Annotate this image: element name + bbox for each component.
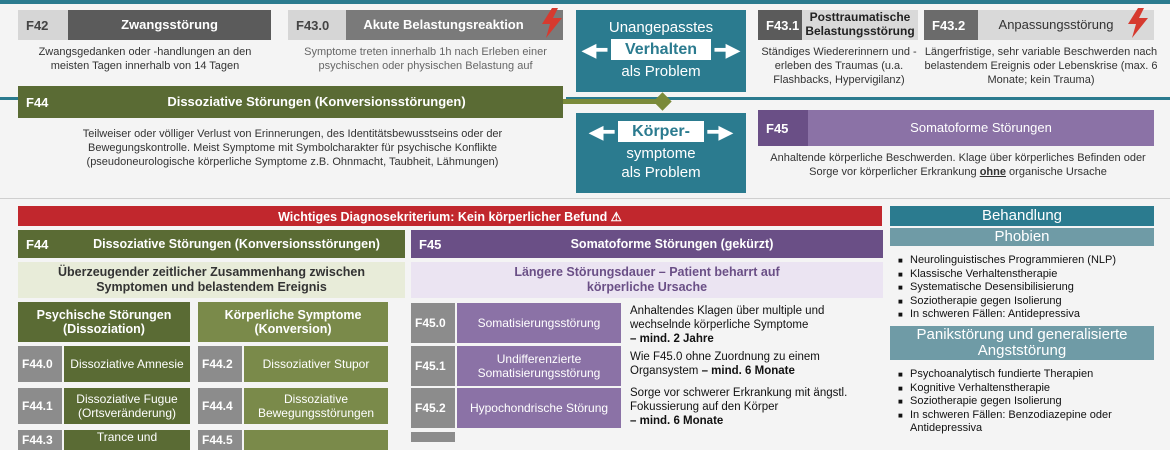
center-box-body: ◀━ Körper- ━▶ symptome als Problem: [576, 113, 746, 193]
f44-row-code: F44.3: [18, 430, 62, 450]
f44-title: Dissoziative Störungen (Konversionsstöru…: [70, 86, 563, 118]
f44-bottom-title: Dissoziative Störungen (Konversionsstöru…: [68, 230, 405, 258]
f42-code: F42: [18, 10, 68, 40]
separator-line: [0, 97, 18, 100]
f44-row-title: Dissoziative Bewegungsstörungen: [244, 388, 388, 424]
f44-row-title: Dissoziative Amnesie: [64, 346, 190, 382]
f44-note: Überzeugender zeitlicher Zusammenhang zw…: [18, 262, 405, 298]
col-header-body: Körperliche Symptome (Konversion): [198, 302, 388, 342]
f44-bottom-header: F44 Dissoziative Störungen (Konversionss…: [18, 230, 405, 258]
f45-row-title: Somatisierungsstörung: [457, 303, 621, 343]
f430-desc: Symptome treten innerhalb 1h nach Erlebe…: [304, 46, 547, 72]
center2-pill: Körper-: [618, 121, 704, 142]
top-rule: [0, 0, 1170, 4]
diagnosis-banner: Wichtiges Diagnosekriterium: Kein körper…: [18, 206, 882, 226]
f432-header: F43.2 Anpassungsstörung: [924, 10, 1154, 40]
center1-line1: Unangepasstes: [608, 19, 714, 36]
list-item: Neurolinguistisches Programmieren (NLP): [898, 254, 1152, 268]
lightning-icon: [1128, 8, 1148, 38]
arrow-right-icon: ━▶: [707, 121, 733, 142]
treatment-header: Behandlung: [890, 206, 1154, 226]
f432-title: Anpassungsstörung: [978, 10, 1154, 40]
f430-header: F43.0 Akute Belastungsreaktion: [288, 10, 563, 40]
f45-note: Längere Störungsdauer – Patient beharrt …: [411, 262, 883, 298]
list-item: Soziotherapie gegen Isolierung: [898, 395, 1152, 409]
olive-connector: [563, 99, 663, 104]
f45-row-desc: Anhaltendes Klagen über multiple und wec…: [630, 305, 825, 345]
f431-title: Posttraumatische Belastungsstörung: [802, 10, 918, 40]
f45-bottom-header: F45 Somatoforme Störungen (gekürzt): [411, 230, 883, 258]
f45-row-code: F45.0: [411, 303, 455, 343]
f432-desc: Längerfristige, sehr variable Beschwerde…: [924, 46, 1158, 86]
list-item: Systematische Desensibilisierung: [898, 281, 1152, 295]
f44-row-code: F44.1: [18, 388, 62, 424]
f44-bottom-code: F44: [18, 230, 68, 258]
f45-code: F45: [758, 110, 808, 146]
f45-desc-emph: ohne: [979, 166, 1006, 178]
col-header-psychic: Psychische Störungen (Dissoziation): [18, 302, 190, 342]
list-item: Soziotherapie gegen Isolierung: [898, 295, 1152, 309]
list-item: In schweren Fällen: Antidepressiva: [898, 308, 1152, 322]
f44-row-title: Dissoziativer Stupor: [244, 346, 388, 382]
phobien-header: Phobien: [890, 228, 1154, 246]
lightning-icon: [542, 8, 562, 38]
arrow-left-icon: ◀━: [589, 121, 615, 142]
f45-row-title: Hypochondrische Störung: [457, 388, 621, 428]
arrow-left-icon: ◀━: [582, 39, 607, 60]
olive-diamond: [653, 92, 672, 111]
panik-list: Psychoanalytisch fundierte Therapien Kog…: [898, 368, 1152, 436]
center1-line3: als Problem: [621, 63, 701, 80]
f44-desc: Teilweiser oder völliger Verlust von Eri…: [82, 128, 503, 168]
f44-row-code: F44.2: [198, 346, 242, 382]
f430-title: Akute Belastungsreaktion: [346, 10, 563, 40]
f431-header: F43.1 Posttraumatische Belastungsstörung: [758, 10, 918, 40]
f45-title: Somatoforme Störungen: [808, 110, 1154, 146]
f45-row-desc: Sorge vor schwerer Erkrankung mit ängstl…: [630, 387, 848, 427]
phobien-list: Neurolinguistisches Programmieren (NLP) …: [898, 254, 1152, 322]
center-box-behavior: Unangepasstes ◀━ Verhalten ━▶ als Proble…: [576, 10, 746, 92]
arrow-right-icon: ━▶: [715, 39, 740, 60]
f45-bottom-code: F45: [411, 230, 461, 258]
f431-desc: Ständiges Wiedererinnern und -erleben de…: [761, 46, 917, 86]
f42-desc: Zwangsgedanken oder -handlungen an den m…: [38, 46, 252, 72]
f44-row-code: F44.4: [198, 388, 242, 424]
center2-line2: symptome: [626, 145, 696, 162]
f44-row-title: Dissoziative Fugue (Ortsveränderung): [64, 388, 190, 424]
list-item: Klassische Verhaltenstherapie: [898, 268, 1152, 282]
f45-desc: Anhaltende körperliche Beschwerden. Klag…: [770, 152, 1146, 178]
list-item: In schweren Fällen: Benzodiazepine oder …: [898, 409, 1152, 436]
f45-row-code: F45.1: [411, 346, 455, 386]
f45-row-title: Undifferenzierte Somatisierungsstörung: [457, 346, 621, 386]
center1-pill: Verhalten: [610, 39, 712, 60]
f44-row-title: Trance und: [64, 430, 190, 450]
f45-header: F45 Somatoforme Störungen: [758, 110, 1154, 146]
f432-code: F43.2: [924, 10, 978, 40]
f45-bottom-title: Somatoforme Störungen (gekürzt): [461, 230, 883, 258]
separator-line: [0, 198, 1170, 199]
f42-title: Zwangsstörung: [68, 10, 271, 40]
f44-code: F44: [18, 86, 70, 118]
f45-row-code: F45.2: [411, 388, 455, 428]
f44-row-code: F44.0: [18, 346, 62, 382]
list-item: Psychoanalytisch fundierte Therapien: [898, 368, 1152, 382]
separator-line: [566, 97, 1170, 100]
f44-row-title: [244, 430, 388, 450]
f45-row-desc: Wie F45.0 ohne Zuordnung zu einem Organs…: [630, 351, 820, 377]
f44-header: F44 Dissoziative Störungen (Konversionss…: [18, 86, 563, 118]
f44-row-code: F44.5: [198, 430, 242, 450]
f42-header: F42 Zwangsstörung: [18, 10, 271, 40]
panik-header: Panikstörung und generalisierte Angststö…: [890, 326, 1154, 360]
f45-row-stub: [411, 432, 455, 442]
f430-code: F43.0: [288, 10, 346, 40]
list-item: Kognitive Verhaltenstherapie: [898, 382, 1152, 396]
f431-code: F43.1: [758, 10, 802, 40]
center2-line3: als Problem: [621, 164, 701, 181]
